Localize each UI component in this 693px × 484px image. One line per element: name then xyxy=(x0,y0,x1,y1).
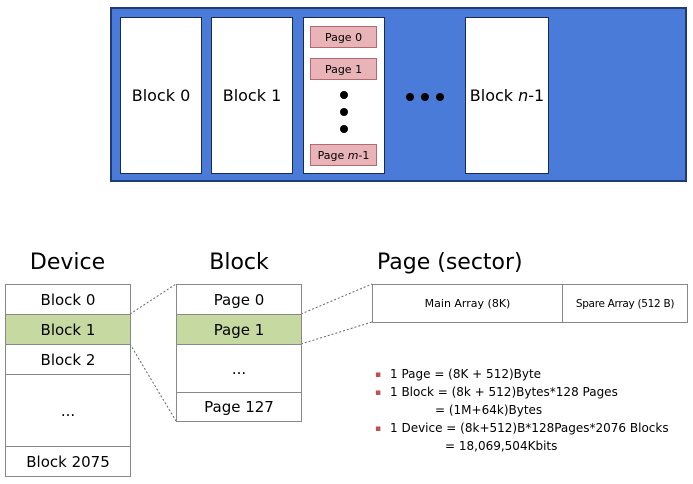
top-block-last-suffix: -1 xyxy=(528,86,545,105)
vertical-ellipsis-dot xyxy=(340,125,348,133)
note-text: 1 Block = (8k + 512)Bytes*128 Pages xyxy=(390,385,618,399)
vertical-ellipsis-dot xyxy=(340,108,348,116)
top-page-last-suffix: -1 xyxy=(358,148,370,162)
top-page-0-label: Page 0 xyxy=(324,30,363,44)
vertical-ellipsis-dot xyxy=(340,91,348,99)
connector-line xyxy=(300,283,373,315)
top-block-0-label: Block 0 xyxy=(131,86,191,105)
bullet-icon: ▪ xyxy=(375,388,382,398)
top-block-0: Block 0 xyxy=(120,17,202,174)
device-title: Device xyxy=(29,250,106,275)
top-page-0: Page 0 xyxy=(310,26,377,48)
top-block-last-prefix: Block xyxy=(469,86,519,105)
horizontal-ellipsis-dot xyxy=(436,93,444,101)
note-continuation: = 18,069,504Kbits xyxy=(445,437,557,455)
spare-array-box: Spare Array (512 B) xyxy=(562,284,688,323)
horizontal-ellipsis-dot xyxy=(406,93,414,101)
note-item: ▪ 1 Device = (8k+512)B*128Pages*2076 Blo… xyxy=(375,419,669,437)
size-notes: ▪ 1 Page = (8K + 512)Byte ▪ 1 Block = (8… xyxy=(375,365,687,460)
device-frame xyxy=(110,7,687,182)
top-page-1: Page 1 xyxy=(310,58,377,80)
block-ellipsis: ... xyxy=(176,344,302,393)
note-text: 1 Page = (8K + 512)Byte xyxy=(390,367,542,381)
top-block-1: Block 1 xyxy=(211,17,293,174)
horizontal-ellipsis-dot xyxy=(421,93,429,101)
note-item: ▪ 1 Page = (8K + 512)Byte xyxy=(375,365,541,383)
top-block-last-var: n xyxy=(518,86,529,105)
note-text: 1 Device = (8k+512)B*128Pages*2076 Block… xyxy=(390,421,669,435)
note-text: = (1M+64k)Bytes xyxy=(435,403,543,417)
block-page-last: Page 127 xyxy=(176,392,302,422)
bullet-icon: ▪ xyxy=(375,370,382,380)
note-text: = 18,069,504Kbits xyxy=(445,439,558,453)
top-page-1-label: Page 1 xyxy=(324,62,363,76)
block-page-1: Page 1 xyxy=(176,314,302,345)
device-block-0: Block 0 xyxy=(5,284,131,315)
top-block-last: Block n-1 xyxy=(465,17,549,174)
block-page-0: Page 0 xyxy=(176,284,302,315)
top-block-1-label: Block 1 xyxy=(222,86,282,105)
top-page-last: Page m-1 xyxy=(310,144,377,166)
connector-line xyxy=(129,283,177,315)
top-page-last-prefix: Page xyxy=(317,148,348,162)
page-title: Page (sector) xyxy=(377,250,523,275)
device-ellipsis: ... xyxy=(5,374,131,447)
connector-line xyxy=(300,321,373,345)
device-block-1: Block 1 xyxy=(5,314,131,345)
note-continuation: = (1M+64k)Bytes xyxy=(435,401,542,419)
device-block-last: Block 2075 xyxy=(5,446,131,477)
note-item: ▪ 1 Block = (8k + 512)Bytes*128 Pages xyxy=(375,383,618,401)
horizontal-ellipsis xyxy=(406,93,444,101)
bullet-icon: ▪ xyxy=(375,424,382,434)
connector-line xyxy=(129,343,177,422)
block-title: Block xyxy=(209,250,269,275)
main-array-box: Main Array (8K) xyxy=(372,284,563,323)
top-page-last-var: m xyxy=(347,148,359,162)
device-block-2: Block 2 xyxy=(5,344,131,375)
